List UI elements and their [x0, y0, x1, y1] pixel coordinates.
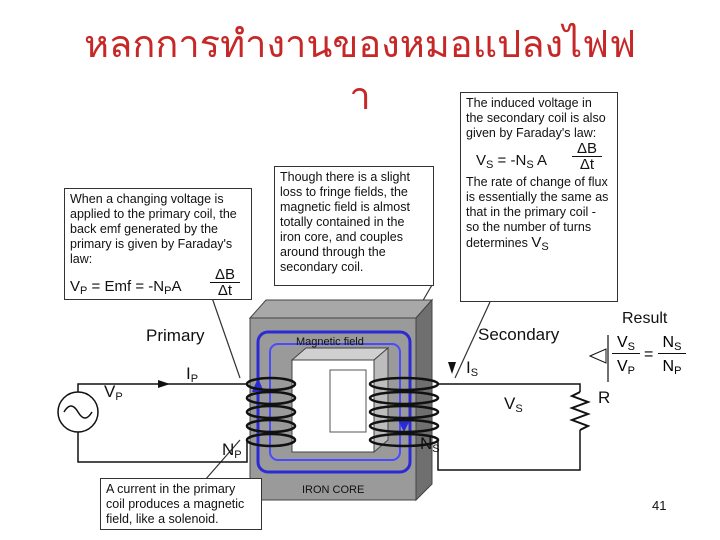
flux-callout-text: The rate of change of flux is essentiall… — [466, 175, 609, 253]
core-inner-window — [329, 369, 367, 433]
field-arrow-down — [398, 420, 410, 432]
fringe-callout: Though there is a slight loss to fringe … — [274, 166, 434, 286]
secondary-callout-text: The induced voltage in the secondary coi… — [466, 96, 606, 140]
secondary-callout-pointer — [454, 301, 491, 379]
ns-label: NS — [420, 434, 440, 455]
np-label: NP — [222, 440, 242, 461]
is-label: IS — [466, 358, 479, 379]
primary-label: Primary — [146, 326, 205, 345]
page-number: 41 — [652, 498, 667, 513]
current-callout-pointer — [204, 439, 241, 481]
current-callout-text: A current in the primary coil produces a… — [106, 482, 245, 526]
secondary-wire-top — [438, 383, 581, 392]
slide-title: หลกการทำงานของหมอแปลงไฟฟ า — [0, 18, 720, 122]
resistor-label: R — [598, 388, 611, 407]
title-line-1: หลกการทำงานของหมอแปลงไฟฟ — [83, 22, 636, 66]
secondary-label: Secondary — [478, 325, 560, 344]
current-callout: A current in the primary coil produces a… — [100, 478, 262, 530]
primary-callout-pointer — [209, 291, 241, 379]
primary-wire-bottom — [77, 430, 248, 463]
vs-label: VS — [504, 394, 523, 415]
result-label: Result — [622, 310, 668, 327]
core-window-top — [290, 347, 390, 361]
primary-callout: When a changing voltage is applied to th… — [64, 188, 252, 300]
vp-label: VP — [104, 382, 123, 403]
result-pointer — [588, 348, 607, 364]
field-loop-inner — [269, 343, 401, 461]
ip-label: IP — [186, 364, 199, 385]
core-window-side — [373, 346, 389, 454]
primary-callout-text: When a changing voltage is applied to th… — [70, 192, 237, 266]
current-arrow-primary — [158, 380, 170, 388]
fringe-callout-text: Though there is a slight loss to fringe … — [280, 170, 410, 274]
result-ratio: VS VP = NS NP — [612, 334, 686, 384]
core-top-face — [248, 299, 434, 319]
current-arrow-secondary — [448, 362, 456, 374]
iron-core-label: IRON CORE — [302, 484, 365, 496]
magnetic-field-label: Magnetic field — [296, 336, 364, 348]
title-line-2: า — [349, 74, 371, 118]
secondary-callout: The induced voltage in the secondary coi… — [460, 92, 618, 302]
core-side-face — [415, 298, 433, 502]
resistor-icon — [569, 391, 591, 431]
sine-wave-icon — [63, 405, 93, 419]
secondary-wire-bottom — [437, 430, 581, 471]
